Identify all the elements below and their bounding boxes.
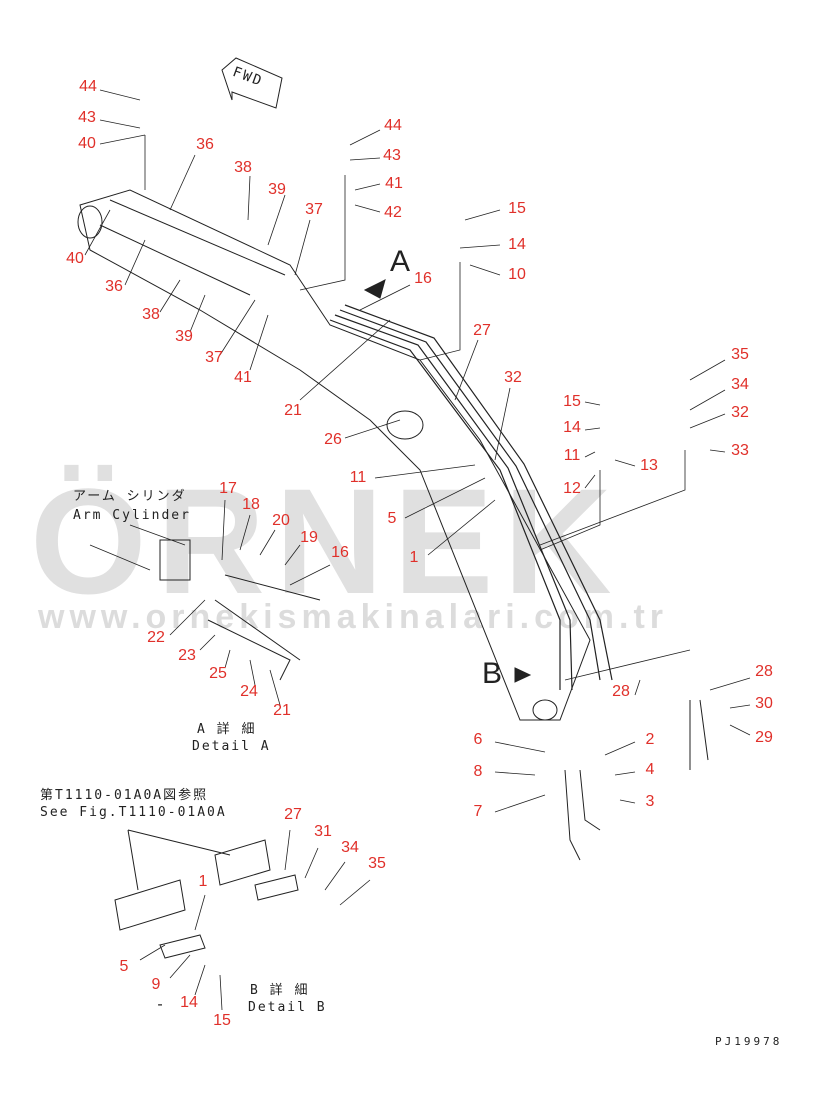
fig-ref-jp: 第T1110-01A0A図参照 xyxy=(40,788,209,803)
part-callout: 16 xyxy=(331,544,349,561)
part-callout: 4 xyxy=(645,761,655,778)
part-callout: 36 xyxy=(105,278,123,295)
part-callout: 37 xyxy=(305,201,323,218)
part-callout: 14 xyxy=(508,236,526,253)
part-callout: 9 xyxy=(151,976,161,993)
part-callout: 43 xyxy=(383,147,401,164)
arm-outline xyxy=(79,189,591,721)
part-callout: 25 xyxy=(209,665,227,682)
part-callout: 36 xyxy=(196,136,214,153)
part-callout: 44 xyxy=(79,78,97,95)
part-callout: 19 xyxy=(300,529,318,546)
hose-bundle xyxy=(329,304,613,691)
part-callout: 8 xyxy=(473,763,483,780)
part-callout: 1 xyxy=(198,873,208,890)
part-callout: 37 xyxy=(205,349,223,366)
part-callout: 5 xyxy=(119,958,129,975)
part-callout: 39 xyxy=(175,328,193,345)
detail-a-title-jp: A 詳 細 xyxy=(197,722,257,737)
part-callout: 27 xyxy=(473,322,491,339)
part-callout: 2 xyxy=(645,731,655,748)
view-letter-b: B xyxy=(481,657,503,690)
part-callout: 43 xyxy=(78,109,96,126)
part-callout: 35 xyxy=(731,346,749,363)
part-callout: 40 xyxy=(66,250,84,267)
fwd-arrow-icon xyxy=(221,57,283,109)
part-callout: 16 xyxy=(414,270,432,287)
part-callout: 15 xyxy=(508,200,526,217)
part-callout: 44 xyxy=(384,117,402,134)
part-callout: 40 xyxy=(78,135,96,152)
part-callout: 42 xyxy=(384,204,402,221)
part-callout: 23 xyxy=(178,647,196,664)
part-callout: 18 xyxy=(242,496,260,513)
part-callout: 30 xyxy=(755,695,773,712)
detail-a-title-en: Detail A xyxy=(192,739,271,754)
part-callout: 11 xyxy=(563,447,581,464)
part-callout: 28 xyxy=(755,663,773,680)
part-callout: 7 xyxy=(473,803,483,820)
part-callout: 17 xyxy=(219,480,237,497)
part-callout: 26 xyxy=(324,431,342,448)
part-callout: 24 xyxy=(240,683,258,700)
part-callout: 38 xyxy=(142,306,160,323)
part-callout: 1 xyxy=(409,549,419,566)
part-callout: 38 xyxy=(234,159,252,176)
part-callout: 5 xyxy=(387,510,397,527)
part-callout: 35 xyxy=(368,855,386,872)
view-letter-a: A xyxy=(389,245,411,278)
arm-cylinder-label-jp: アーム シリンダ xyxy=(73,489,187,504)
part-callout: 41 xyxy=(234,369,252,386)
fig-ref-en: See Fig.T1110-01A0A xyxy=(40,805,227,820)
part-callout: 27 xyxy=(284,806,302,823)
part-callout: 10 xyxy=(508,266,526,283)
part-callout: 11 xyxy=(349,469,367,486)
part-callout: 21 xyxy=(284,402,302,419)
part-callout: 32 xyxy=(731,404,749,421)
part-callout: 22 xyxy=(147,629,165,646)
detail-b-title-en: Detail B xyxy=(248,1000,327,1015)
part-callout: 12 xyxy=(563,480,581,497)
part-callout: 34 xyxy=(341,839,359,856)
detail-b-title-jp: B 詳 細 xyxy=(250,983,310,998)
part-callout: 31 xyxy=(314,823,332,840)
drawing-number: PJ19978 xyxy=(715,1035,783,1048)
part-callout: 20 xyxy=(272,512,290,529)
part-callout: 13 xyxy=(640,457,658,474)
part-callout: 33 xyxy=(731,442,749,459)
part-callout: 39 xyxy=(268,181,286,198)
part-callout: 15 xyxy=(213,1012,231,1029)
arm-cylinder-label-en: Arm Cylinder xyxy=(73,508,191,523)
arm-boss xyxy=(386,410,424,440)
part-callout: 32 xyxy=(504,369,522,386)
part-callout: - xyxy=(157,996,163,1013)
part-callout: 29 xyxy=(755,729,773,746)
part-callout: 34 xyxy=(731,376,749,393)
part-callout: 14 xyxy=(180,994,198,1011)
part-callout: 14 xyxy=(563,419,581,436)
part-callout: 21 xyxy=(273,702,291,719)
part-callout: 41 xyxy=(385,175,403,192)
part-callout: 15 xyxy=(563,393,581,410)
part-callout: 28 xyxy=(612,683,630,700)
part-callout: 6 xyxy=(473,731,483,748)
leader-lines xyxy=(84,89,751,1011)
view-arrow-icon xyxy=(363,279,532,683)
part-callout: 3 xyxy=(645,793,655,810)
